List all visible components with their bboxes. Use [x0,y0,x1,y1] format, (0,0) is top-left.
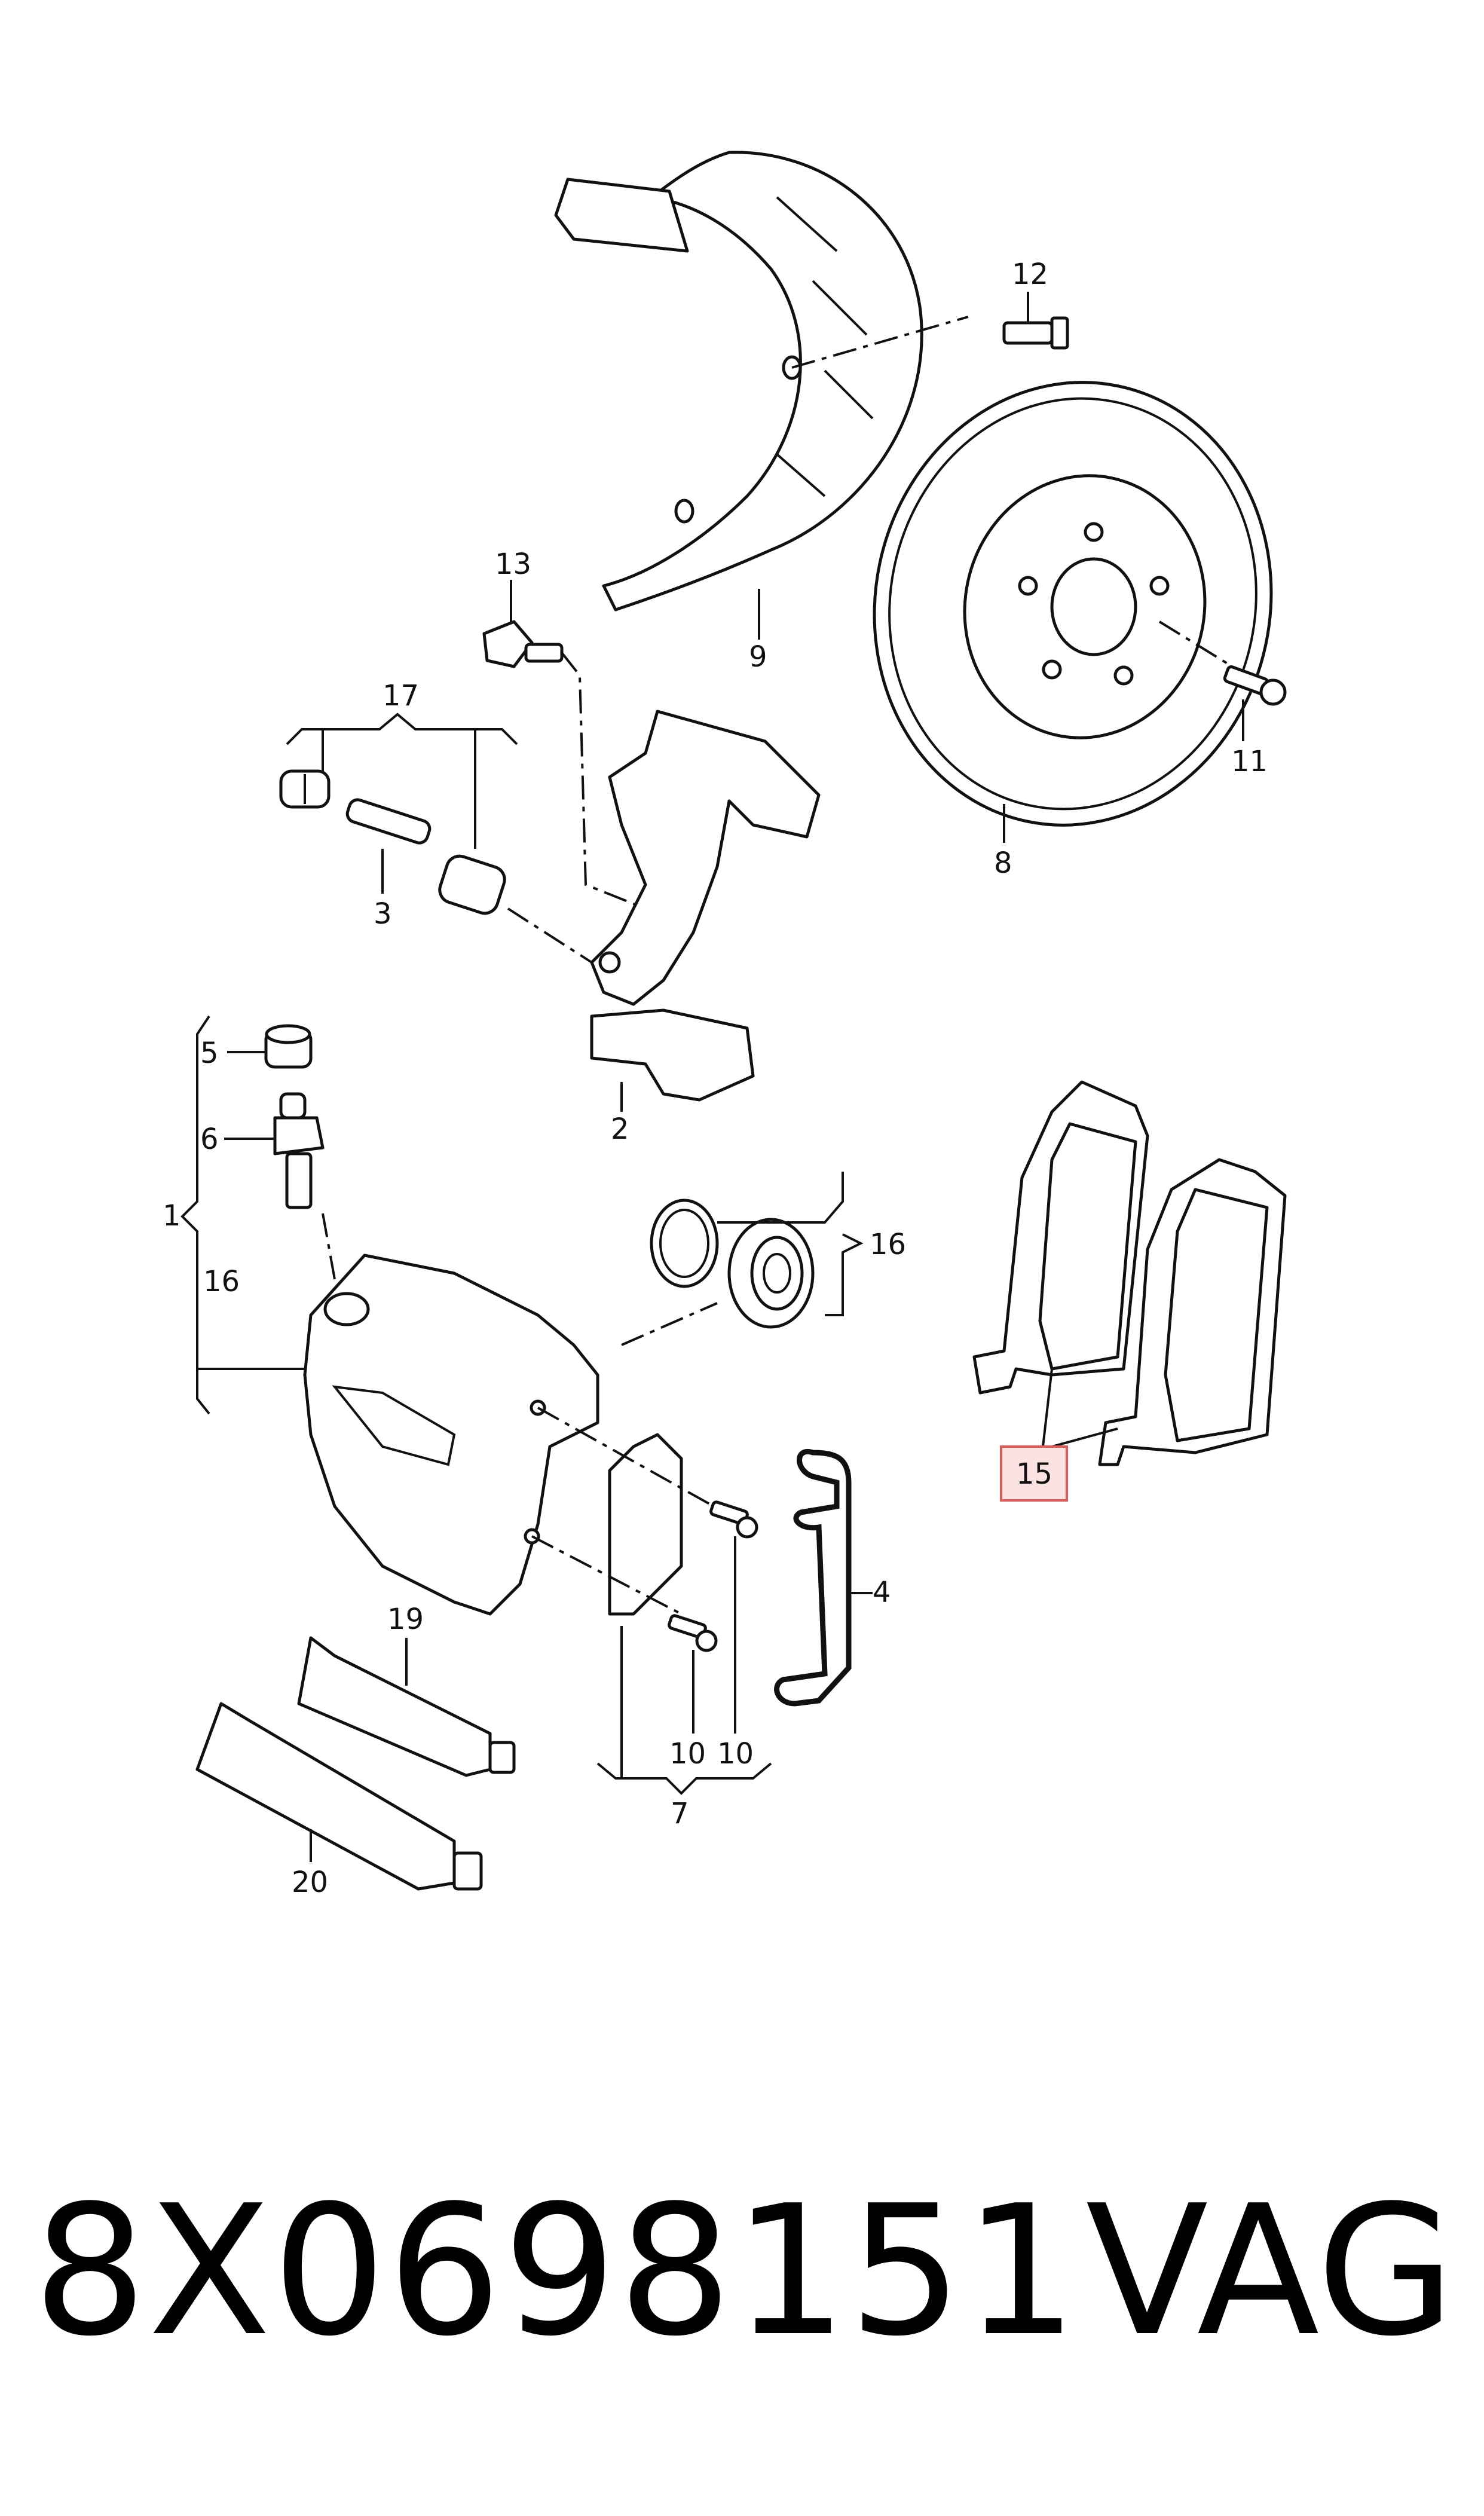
screw-11 [1223,665,1287,706]
bolt-13 [482,620,564,668]
screw-10a [709,1500,758,1539]
callout-10-left: 10 [669,1737,706,1771]
callout-16-seal: 16 [870,1228,906,1261]
callout-16-caliper: 16 [203,1265,240,1298]
piston-seal [650,1199,719,1288]
brand-name: VAG [1085,2167,1455,2376]
callout-11: 11 [1231,745,1268,778]
caliper-housing [303,1254,599,1616]
callout-2: 2 [611,1112,629,1146]
callout-10-right: 10 [717,1737,754,1771]
bracket-16 [717,1172,864,1316]
bleed-cap-5 [264,1024,313,1069]
brake-pad-set-15 [972,1080,1287,1466]
callout-19: 19 [387,1603,424,1636]
callout-15: 15 [1016,1457,1052,1491]
grease-tube-19 [297,1636,516,1777]
callout-17: 17 [383,679,419,713]
highlighted-callout-15[interactable]: 15 [1000,1445,1068,1502]
retaining-spring-4 [774,1448,852,1707]
screw-10b [668,1614,718,1652]
callout-12: 12 [1012,258,1048,291]
brake-disc [873,381,1273,827]
bleed-screw-6 [273,1092,325,1209]
callout-13: 13 [495,548,531,581]
callout-1: 1 [163,1199,181,1233]
cover-plate-7 [608,1433,683,1616]
bolt-12 [1002,316,1069,350]
bracket-7 [596,1762,772,1795]
callout-6: 6 [200,1123,219,1156]
bracket-17 [286,713,518,849]
callout-3: 3 [374,897,392,931]
callout-20: 20 [292,1866,328,1899]
callout-8: 8 [994,846,1012,880]
guide-bush-large [438,854,506,915]
grease-tube-20 [195,1702,483,1891]
guide-pin-3 [345,798,432,845]
callout-9: 9 [749,640,767,674]
guide-bush-small [279,769,331,809]
bracket-1 [180,1015,210,1415]
callout-4: 4 [873,1576,891,1609]
callout-5: 5 [200,1037,219,1070]
dust-boot [727,1218,815,1329]
part-number: 8X0698151 [33,2167,1079,2376]
footer: 8X0698151 VAG [33,2176,1455,2367]
callout-7: 7 [671,1797,689,1830]
splash-shield [554,151,923,612]
caliper-carrier [590,710,821,1102]
